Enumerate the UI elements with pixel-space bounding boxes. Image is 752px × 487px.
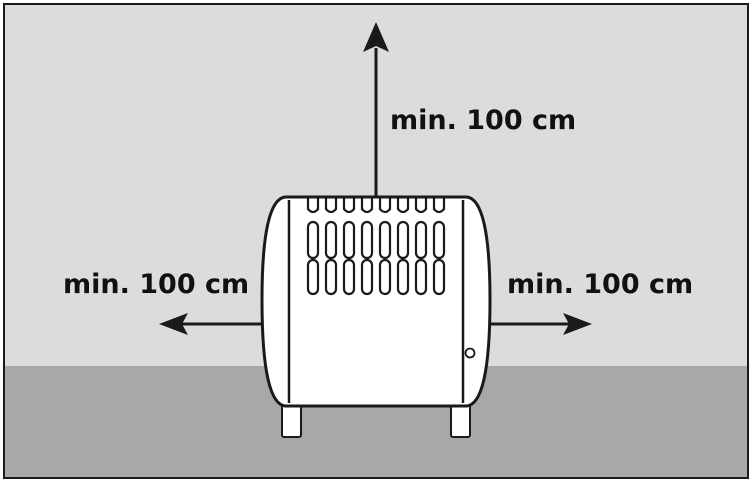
heater-icon [260, 195, 492, 438]
clearance-top-label: min. 100 cm [390, 105, 577, 136]
control-knob [464, 347, 476, 359]
vent-row-1 [306, 220, 446, 260]
arrow-up-icon [363, 22, 389, 198]
heater-body [260, 195, 492, 408]
vent-row-2 [306, 258, 446, 296]
clearance-left-label: min. 100 cm [63, 269, 250, 300]
vent-top [306, 198, 446, 214]
arrow-right-icon [490, 313, 592, 335]
arrow-left-icon [159, 313, 262, 335]
frame-border [3, 3, 749, 479]
clearance-right-label: min. 100 cm [507, 269, 694, 300]
